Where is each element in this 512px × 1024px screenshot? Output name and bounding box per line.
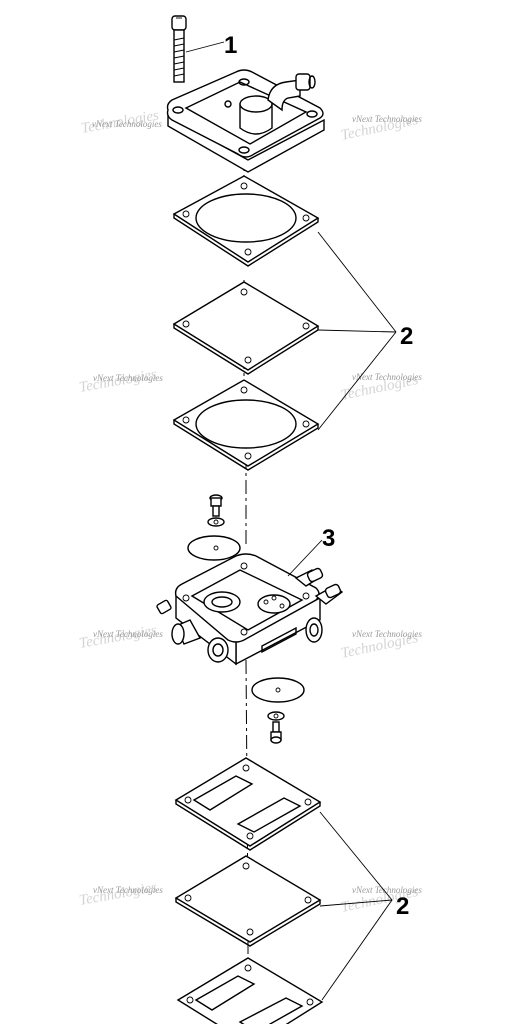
- valve-disc-top: [187, 535, 241, 561]
- pump-cover: [166, 69, 325, 173]
- gasket-sheet-mid: [172, 281, 320, 375]
- gasket-slotted-bottom: [176, 957, 324, 1024]
- callout-2-upper: 2: [400, 323, 413, 350]
- leader-lines-2-upper: [317, 231, 397, 431]
- watermark-text: vNext Technologies: [352, 885, 422, 895]
- callout-3: 3: [322, 525, 335, 552]
- valve-screw-top: [207, 494, 225, 527]
- callout-2-lower: 2: [396, 893, 409, 920]
- watermark-text: vNext Technologies: [352, 629, 422, 639]
- leader-line-3: [287, 539, 323, 577]
- bolt-part-1: [171, 15, 187, 83]
- valve-disc-bottom: [251, 677, 305, 703]
- watermark-text: vNext Technologies: [93, 629, 163, 639]
- gasket-round-top: [172, 175, 320, 267]
- callout-1: 1: [224, 32, 237, 59]
- leader-line-1: [185, 41, 225, 53]
- watermark-text: vNext Technologies: [93, 373, 163, 383]
- gasket-slotted-top: [174, 757, 322, 851]
- gasket-round-bottom: [172, 379, 320, 471]
- watermark-text: vNext Technologies: [92, 119, 162, 129]
- gasket-sheet-lower: [174, 855, 322, 947]
- watermark-text: vNext Technologies: [352, 372, 422, 382]
- watermark-text: vNext Technologies: [93, 885, 163, 895]
- watermark-text: vNext Technologies: [352, 114, 422, 124]
- valve-screw-bottom: [267, 711, 285, 744]
- pump-body-part-3: [156, 553, 344, 666]
- leader-lines-2-lower: [319, 811, 393, 1001]
